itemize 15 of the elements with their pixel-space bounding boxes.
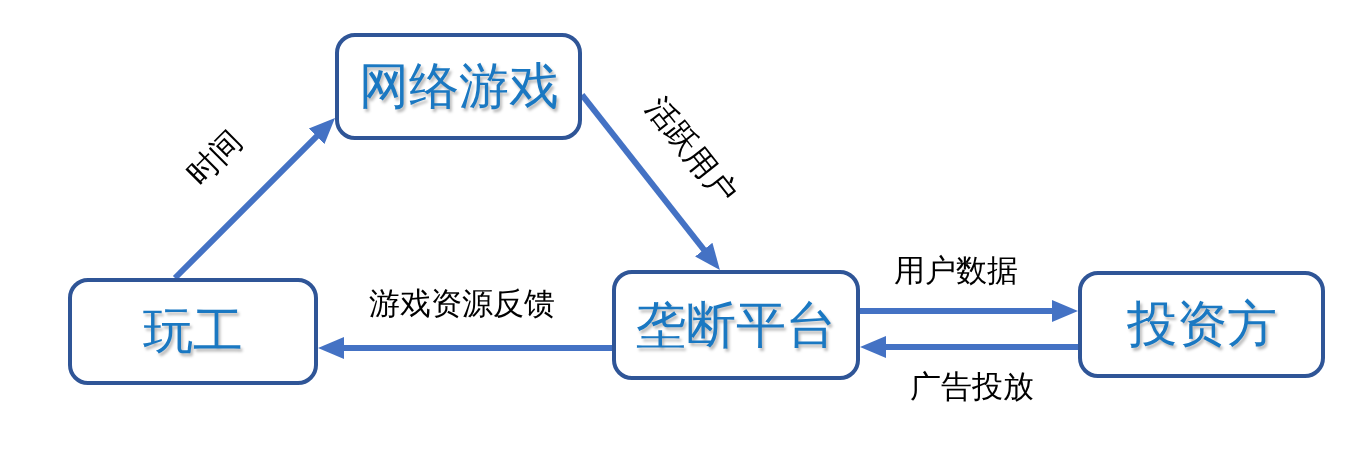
edge-label: 游戏资源反馈 bbox=[367, 285, 557, 320]
edge-label: 广告投放 bbox=[908, 368, 1036, 404]
arrow bbox=[860, 336, 1078, 358]
node-label: 玩工 bbox=[143, 304, 243, 359]
arrow bbox=[860, 300, 1078, 322]
entity-box bbox=[335, 33, 582, 140]
entity-box bbox=[612, 270, 860, 380]
node-label: 投资方 bbox=[1126, 297, 1277, 352]
edge-label: 用户数据 bbox=[892, 252, 1020, 288]
entity-box bbox=[68, 278, 318, 385]
arrow bbox=[172, 117, 335, 281]
node-label: 网络游戏 bbox=[358, 59, 559, 114]
entity-box bbox=[1078, 271, 1325, 378]
arrow bbox=[318, 337, 612, 359]
node-label: 垄断平台 bbox=[636, 297, 836, 353]
